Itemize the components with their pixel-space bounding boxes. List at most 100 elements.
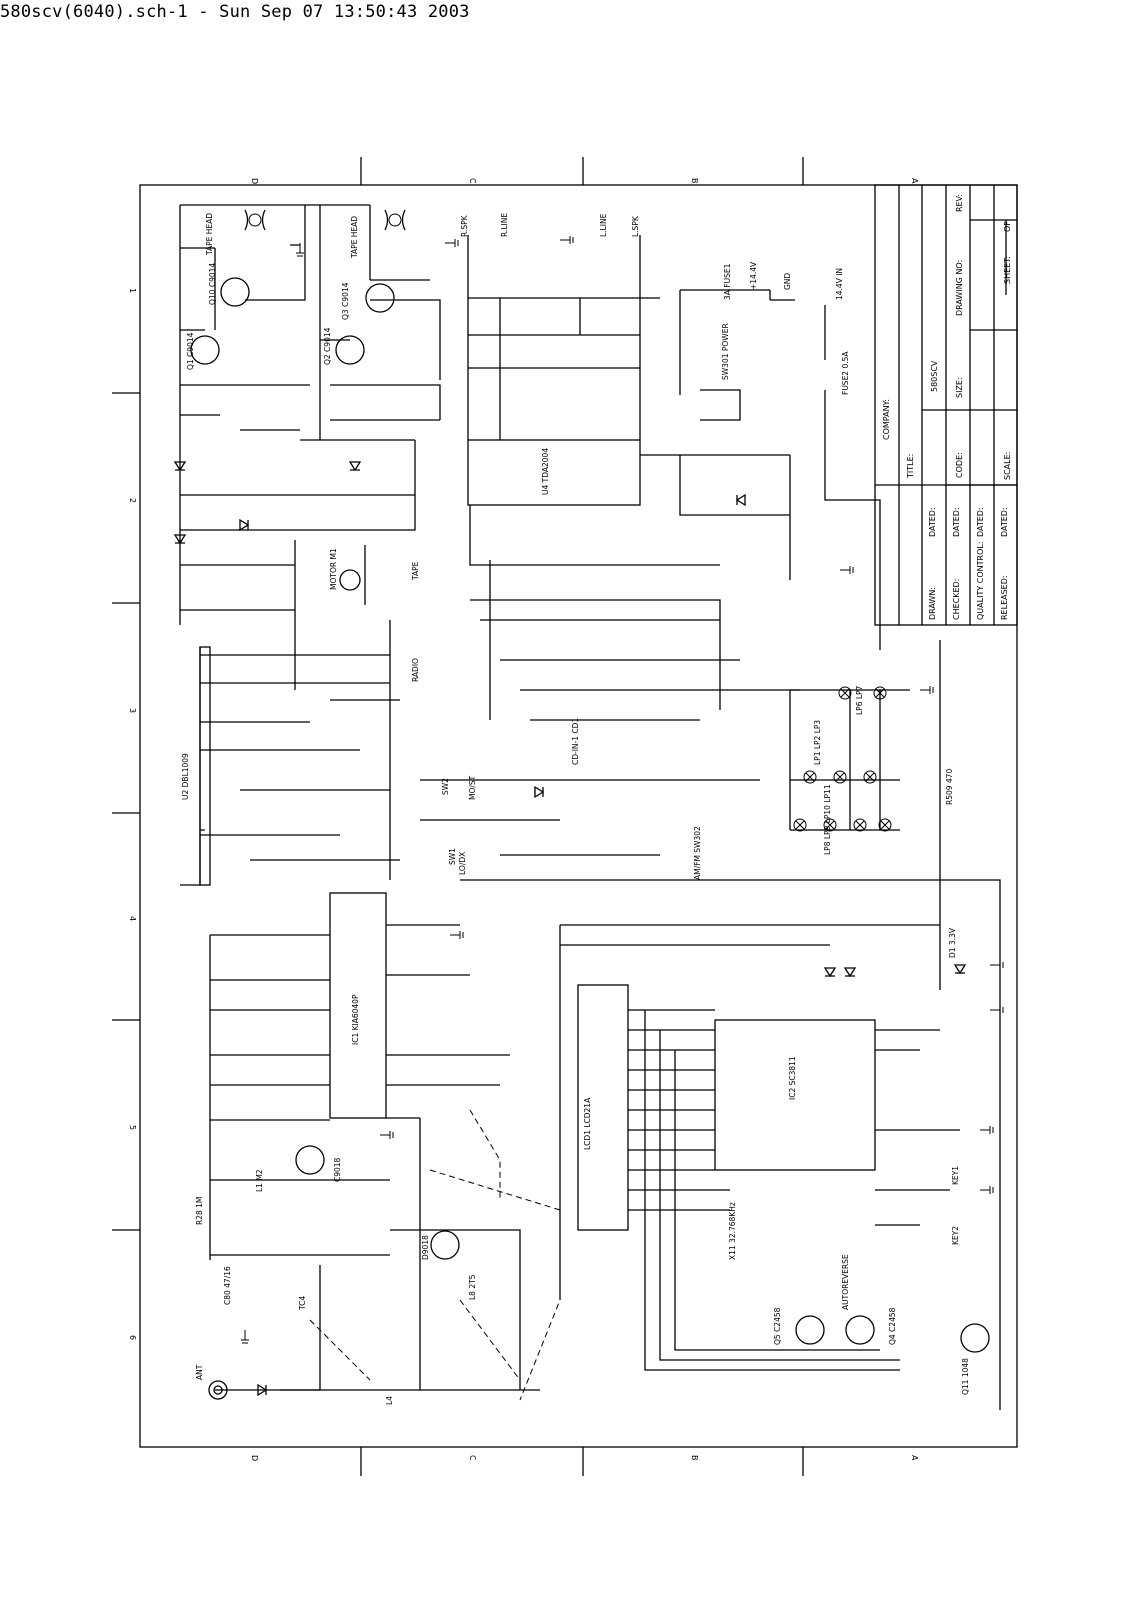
tb-code: CODE:: [955, 452, 964, 478]
label-lcd1: LCD1 LCD21A: [583, 1097, 592, 1150]
tb-company: COMPANY:: [882, 399, 891, 440]
tb-checked: CHECKED:: [952, 579, 961, 620]
label-l4: L4: [385, 1396, 394, 1405]
label-lp-group2: LP8 LP9 LP10 LP11: [823, 784, 832, 855]
label-q3: Q3 C9014: [341, 282, 350, 320]
label-r28: R28 1M: [195, 1197, 204, 1225]
tb-size: SIZE:: [955, 377, 964, 398]
lamps: [793, 686, 892, 832]
zone-number: 3: [128, 708, 137, 713]
tb-rev: REV:: [955, 194, 964, 212]
tb-scale: SCALE:: [1003, 452, 1012, 480]
tb-released: RELEASED:: [1000, 575, 1009, 620]
label-radio: RADIO: [411, 658, 420, 682]
tb-drawn: DRAWN:: [928, 587, 937, 620]
label-autoreverse: AUTOREVERSE: [841, 1254, 850, 1310]
tb-title: TITLE:: [906, 454, 915, 479]
ic-ic2: [714, 1019, 876, 1171]
label-tape: TAPE: [411, 561, 420, 581]
label-c80: C80 47/16: [223, 1266, 232, 1305]
label-d9018: D9018: [421, 1235, 430, 1260]
zone-letter-top: C: [468, 178, 477, 184]
d9018-symbol: [430, 1230, 460, 1260]
label-motor: MOTOR M1: [329, 548, 338, 590]
label-mo-st: MO/ST: [468, 775, 477, 800]
label-key2: KEY2: [951, 1226, 960, 1245]
tb-dated: DATED:: [1000, 507, 1009, 537]
label-l8: L8 2T5: [468, 1274, 477, 1300]
label-r-line: R.LINE: [500, 213, 509, 237]
label-c9018: C9018: [333, 1157, 342, 1182]
label-power-switch: SW301 POWER: [721, 323, 730, 380]
zone-letter-top: A: [910, 178, 919, 184]
zone-labels: D C B A D C B A 1 2 3 4 5 6: [128, 178, 919, 1461]
label-q10: Q10 C9014: [208, 263, 217, 305]
ic-u4: [467, 439, 641, 506]
q1-symbol: [190, 335, 220, 365]
diodes: [173, 461, 967, 1397]
label-fuse2: FUSE2 0.5A: [841, 351, 850, 395]
tb-quality-control: QUALITY CONTROL:: [976, 541, 985, 620]
label-q11: Q11 1048: [961, 1358, 970, 1395]
label-ant: ANT: [195, 1364, 204, 1380]
transistors: [190, 277, 990, 1353]
zone-letter-bottom: C: [468, 1455, 477, 1461]
label-sw1: SW1: [448, 848, 457, 865]
zone-letter-top: B: [690, 178, 699, 184]
label-q4: Q4 C2458: [888, 1307, 897, 1345]
zone-letter-bottom: B: [690, 1455, 699, 1461]
tuning-gang-links: [309, 1109, 561, 1401]
tb-drawing-no: DRAWING NO:: [955, 260, 964, 316]
component-labels: TAPE HEAD TAPE HEAD R.SPK R.LINE L.LINE …: [181, 213, 970, 1405]
label-tc4: TC4: [298, 1296, 307, 1311]
label-cd-in: CD-IN-1 CD1: [571, 718, 580, 765]
label-r509: R509 470: [945, 769, 954, 805]
label-lp-group1: LP1 LP2 LP3: [813, 720, 822, 765]
label-ic1: IC1 KIA6040P: [351, 994, 360, 1045]
tb-dated: DATED:: [928, 507, 937, 537]
q5-symbol: [795, 1315, 825, 1345]
label-q1: Q1 C9014: [186, 332, 195, 370]
label-r-spk: R.SPK: [460, 214, 469, 237]
label-ic2: IC2 SC3811: [788, 1056, 797, 1100]
label-tape-head-1: TAPE HEAD: [205, 213, 214, 256]
label-14v-in: 14.4V IN: [835, 268, 844, 300]
ground-symbols: [241, 236, 1004, 1344]
label-sw2: SW2: [441, 778, 450, 795]
q10-symbol: [220, 277, 250, 307]
zone-number: 6: [128, 1335, 137, 1340]
label-gnd: GND: [783, 273, 792, 290]
sheet-border: [139, 184, 1018, 1448]
q2-symbol: [335, 335, 365, 365]
c9018-symbol: [295, 1145, 325, 1175]
tb-of: OF: [1003, 221, 1012, 232]
ic-lcd1: [577, 984, 629, 1231]
wiring: [179, 204, 1001, 1410]
ic-bodies: [180, 439, 876, 1231]
label-q5: Q5 C2458: [773, 1307, 782, 1345]
zone-ticks: [112, 157, 804, 1476]
title-block: COMPANY: TITLE: 580SCV CODE: SIZE: DRAWI…: [874, 184, 1018, 626]
q11-symbol: [960, 1323, 990, 1353]
label-lp-group3: LP6 LP7: [855, 685, 864, 715]
zone-number: 1: [128, 288, 137, 293]
label-key1: KEY1: [951, 1166, 960, 1185]
motor-symbol: [339, 569, 361, 591]
label-u2: U2 DBL1009: [181, 753, 190, 800]
label-q2: Q2 C9014: [323, 327, 332, 365]
q4-symbol: [845, 1315, 875, 1345]
label-x11: X11 32.768KHz: [728, 1202, 737, 1260]
tape-head-symbols: [244, 209, 406, 231]
zone-letter-top: D: [250, 178, 259, 184]
zone-letter-bottom: A: [910, 1455, 919, 1461]
label-l-spk: L.SPK: [631, 215, 640, 237]
label-am-fm: AM/FM SW302: [693, 826, 702, 880]
zone-number: 5: [128, 1125, 137, 1130]
tb-dated: DATED:: [976, 507, 985, 537]
tb-title-value: 580SCV: [930, 360, 939, 392]
label-fuse1: 3A FUSE1: [723, 263, 732, 300]
document-header: 580scv(6040).sch-1 - Sun Sep 07 13:50:43…: [0, 2, 470, 22]
label-u4: U4 TDA2004: [541, 448, 550, 495]
antenna-symbol: [208, 1380, 228, 1400]
